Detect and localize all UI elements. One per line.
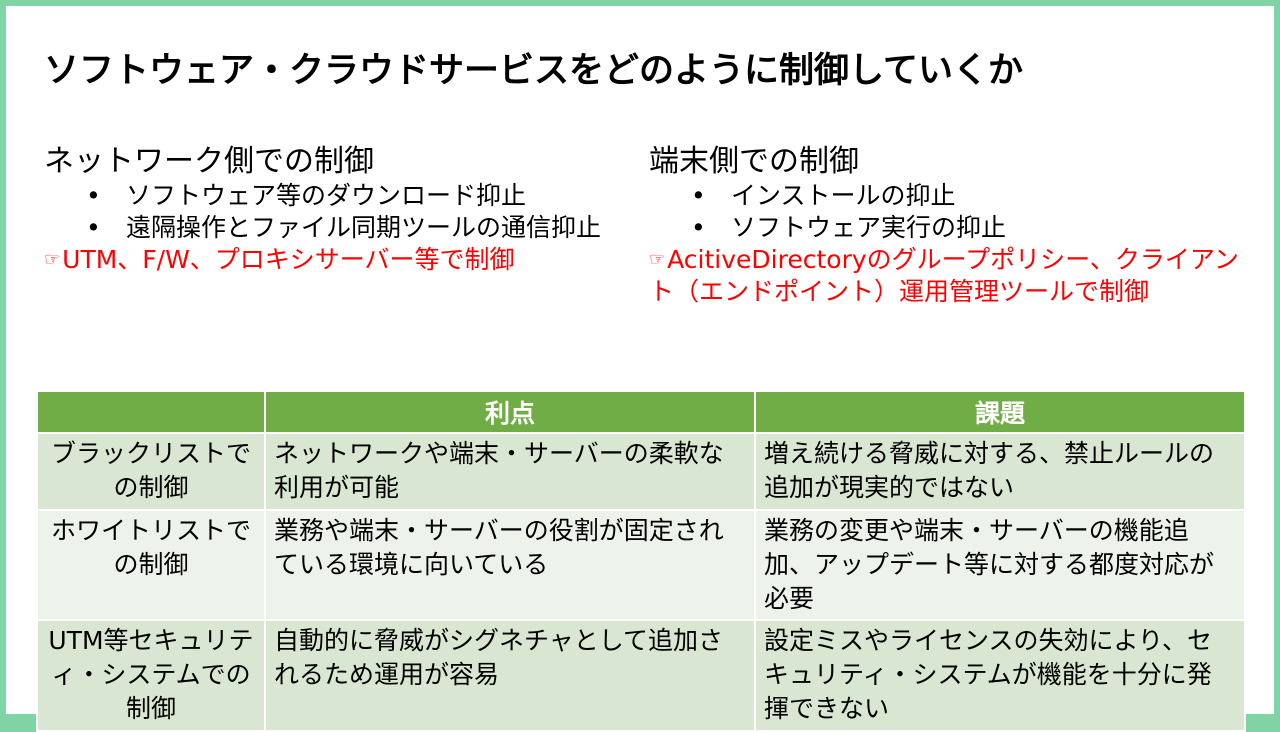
network-control-section: ネットワーク側での制御 •ソフトウェア等のダウンロード抑止 •遠隔操作とファイル…: [44, 144, 634, 276]
bullet-icon: •: [86, 213, 101, 242]
endpoint-control-heading: 端末側での制御: [649, 144, 859, 179]
comparison-table: 利点 課題 ブラックリストでの制御 ネットワークや端末・サーバーの柔軟な利用が可…: [36, 390, 1246, 732]
network-control-note: ☞UTM、F/W、プロキシサーバー等で制御: [44, 245, 515, 274]
table-header-merit: 利点: [264, 390, 756, 434]
slide-title: ソフトウェア・クラウドサービスをどのように制御していくか: [44, 51, 1023, 91]
endpoint-control-list: •インストールの抑止 •ソフトウェア実行の抑止: [649, 180, 1249, 244]
pointing-hand-icon: ☞: [44, 249, 61, 270]
pointing-hand-icon: ☞: [649, 249, 666, 270]
slide: ソフトウェア・クラウドサービスをどのように制御していくか ネットワーク側での制御…: [6, 6, 1274, 732]
row-label: UTM等セキュリティ・システムでの制御: [36, 619, 266, 732]
merit-cell: ネットワークや端末・サーバーの柔軟な利用が可能: [264, 432, 756, 511]
bullet-icon: •: [86, 181, 101, 210]
issue-cell: 設定ミスやライセンスの失効により、セキュリティ・システムが機能を十分に発揮できな…: [754, 619, 1246, 732]
table-row: ホワイトリストでの制御 業務や端末・サーバーの役割が固定されている環境に向いてい…: [36, 509, 1246, 621]
list-item: •インストールの抑止: [691, 181, 956, 210]
endpoint-control-section: 端末側での制御 •インストールの抑止 •ソフトウェア実行の抑止 ☞Acitive…: [649, 144, 1249, 308]
table-row: UTM等セキュリティ・システムでの制御 自動的に脅威がシグネチャとして追加される…: [36, 619, 1246, 732]
bullet-icon: •: [691, 181, 706, 210]
table-header-issue: 課題: [754, 390, 1246, 434]
row-label: ブラックリストでの制御: [36, 432, 266, 511]
table-header-row: 利点 課題: [36, 390, 1246, 434]
list-item: •ソフトウェア実行の抑止: [691, 213, 1007, 242]
row-label: ホワイトリストでの制御: [36, 509, 266, 621]
table-row: ブラックリストでの制御 ネットワークや端末・サーバーの柔軟な利用が可能 増え続け…: [36, 432, 1246, 511]
list-item: •ソフトウェア等のダウンロード抑止: [86, 181, 527, 210]
network-control-heading: ネットワーク側での制御: [44, 144, 374, 179]
network-control-list: •ソフトウェア等のダウンロード抑止 •遠隔操作とファイル同期ツールの通信抑止: [44, 180, 634, 244]
list-item: •遠隔操作とファイル同期ツールの通信抑止: [86, 213, 602, 242]
bullet-icon: •: [691, 213, 706, 242]
issue-cell: 増え続ける脅威に対する、禁止ルールの追加が現実的ではない: [754, 432, 1246, 511]
merit-cell: 自動的に脅威がシグネチャとして追加されるため運用が容易: [264, 619, 756, 732]
issue-cell: 業務の変更や端末・サーバーの機能追加、アップデート等に対する都度対応が必要: [754, 509, 1246, 621]
endpoint-control-note: ☞AcitiveDirectoryのグループポリシー、クライアント（エンドポイン…: [649, 245, 1239, 306]
merit-cell: 業務や端末・サーバーの役割が固定されている環境に向いている: [264, 509, 756, 621]
table-header-empty: [36, 390, 266, 434]
